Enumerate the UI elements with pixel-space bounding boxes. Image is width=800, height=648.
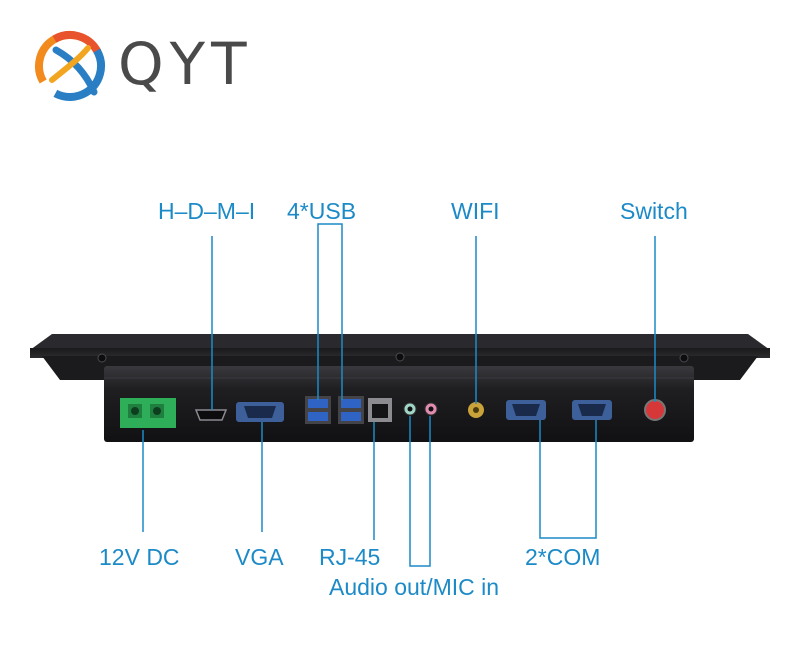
leader-lines: [142, 223, 656, 567]
usb-ports: [305, 396, 364, 424]
rj45-port: [368, 398, 392, 422]
label-switch: Switch: [620, 198, 688, 224]
label-hdmi: H–D–M–I: [158, 198, 256, 224]
audio-jacks: [403, 402, 438, 416]
vga-port: [236, 402, 284, 422]
label-rj45: RJ-45: [319, 544, 381, 570]
label-12v-dc: 12V DC: [99, 544, 180, 570]
label-vga: VGA: [235, 544, 284, 570]
wifi-connector: [468, 402, 484, 418]
qyt-logo-icon: [35, 31, 105, 101]
label-usb: 4*USB: [287, 198, 357, 224]
label-wifi: WIFI: [451, 198, 500, 224]
com-ports: [506, 400, 612, 420]
hdmi-port: [194, 409, 228, 421]
label-audio: Audio out/MIC in: [329, 574, 500, 600]
dc-connector: [120, 398, 176, 428]
device-body: [104, 366, 694, 442]
label-com: 2*COM: [525, 544, 601, 570]
brand-name: QYT: [118, 30, 253, 98]
power-switch: [644, 399, 666, 421]
screws: [97, 352, 689, 363]
